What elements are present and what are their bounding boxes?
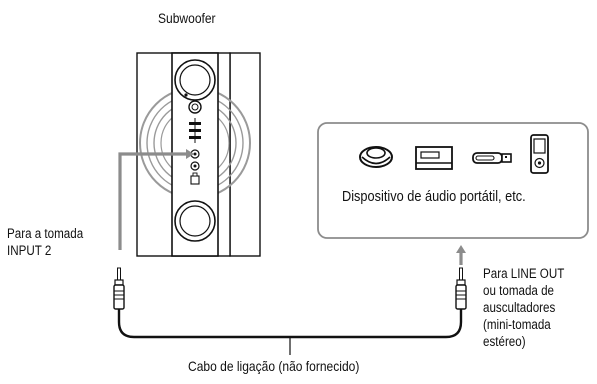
- lineout-label-line5: estéreo): [483, 334, 526, 349]
- walkman-icon: [530, 134, 549, 174]
- input-arrow: [118, 149, 194, 250]
- input-label-line1: Para a tomada: [7, 226, 84, 241]
- right-mini-plug-icon: [455, 267, 467, 310]
- input-label-line2: INPUT 2: [7, 243, 52, 258]
- usb-stick-icon: [472, 152, 512, 164]
- subwoofer: [136, 52, 261, 257]
- devices-caption: Dispositivo de áudio portátil, etc.: [342, 189, 526, 205]
- subwoofer-label: Subwoofer: [158, 10, 216, 26]
- input2-jack-icon: [190, 161, 200, 171]
- lineout-label-line3: auscultadores: [483, 300, 556, 315]
- bottom-speaker-knob: [174, 200, 216, 242]
- cable-label: Cabo de ligação (não fornecido): [188, 358, 360, 374]
- lineout-label-line4: (mini-tomada: [483, 317, 551, 332]
- output-arrow: [456, 245, 466, 265]
- usb-port-icon: [190, 172, 200, 185]
- cd-player-icon: [359, 146, 393, 168]
- top-speaker-knob: [174, 59, 216, 101]
- power-button-icon: [188, 100, 202, 114]
- slider-controls-icon: [189, 118, 201, 143]
- input-jack-icon: [190, 149, 200, 159]
- indicator-dot: [184, 93, 188, 97]
- md-player-icon: [415, 146, 453, 170]
- connection-cable: [117, 308, 463, 339]
- lineout-label-line1: Para LINE OUT: [483, 266, 565, 281]
- left-mini-plug-icon: [113, 267, 125, 310]
- lineout-label-line2: ou tomada de: [483, 283, 555, 298]
